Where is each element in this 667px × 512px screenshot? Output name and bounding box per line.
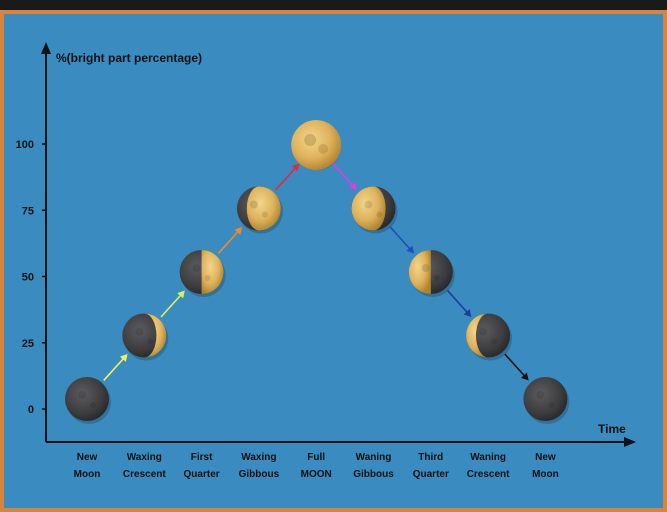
y-tick-label: 25 bbox=[22, 338, 34, 350]
moon-first-quarter bbox=[179, 250, 226, 297]
y-tick-label: 100 bbox=[16, 139, 34, 151]
y-tick-label: 0 bbox=[28, 404, 34, 416]
y-axis-arrowhead bbox=[41, 42, 51, 54]
moons bbox=[65, 120, 570, 424]
phase-arrow bbox=[332, 163, 357, 190]
phase-arrows bbox=[103, 163, 529, 381]
moon-third-quarter bbox=[408, 250, 455, 297]
phase-arrow bbox=[160, 290, 185, 318]
moon-waxing-gibbous bbox=[236, 186, 283, 234]
moon-waning-gibbous bbox=[351, 186, 398, 234]
x-axis bbox=[46, 437, 636, 447]
y-tick-label: 75 bbox=[22, 205, 34, 217]
y-axis-title: %(bright part percentage) bbox=[56, 51, 202, 65]
x-axis-title: Time bbox=[598, 422, 626, 436]
x-axis-arrowhead bbox=[624, 437, 636, 447]
moon-new bbox=[65, 377, 111, 424]
moon-new bbox=[523, 377, 570, 424]
y-ticks: 0 25 50 75 100 bbox=[16, 139, 46, 416]
diagram-frame: %(bright part percentage) Time 0 25 50 75 10… bbox=[0, 10, 667, 512]
moon-waning-crescent bbox=[466, 313, 513, 361]
phase-arrow bbox=[504, 353, 529, 381]
y-tick-label: 50 bbox=[22, 272, 34, 284]
phase-arrow bbox=[103, 354, 128, 381]
phase-arrow bbox=[446, 290, 472, 317]
y-axis bbox=[41, 42, 51, 442]
phase-arrow bbox=[389, 226, 415, 254]
moon-full bbox=[291, 120, 342, 170]
phase-arrow bbox=[217, 227, 243, 254]
moon-waxing-crescent bbox=[122, 313, 169, 361]
phase-arrow bbox=[275, 163, 300, 191]
moon-phase-diagram: %(bright part percentage) Time 0 25 50 75 10… bbox=[16, 42, 636, 480]
